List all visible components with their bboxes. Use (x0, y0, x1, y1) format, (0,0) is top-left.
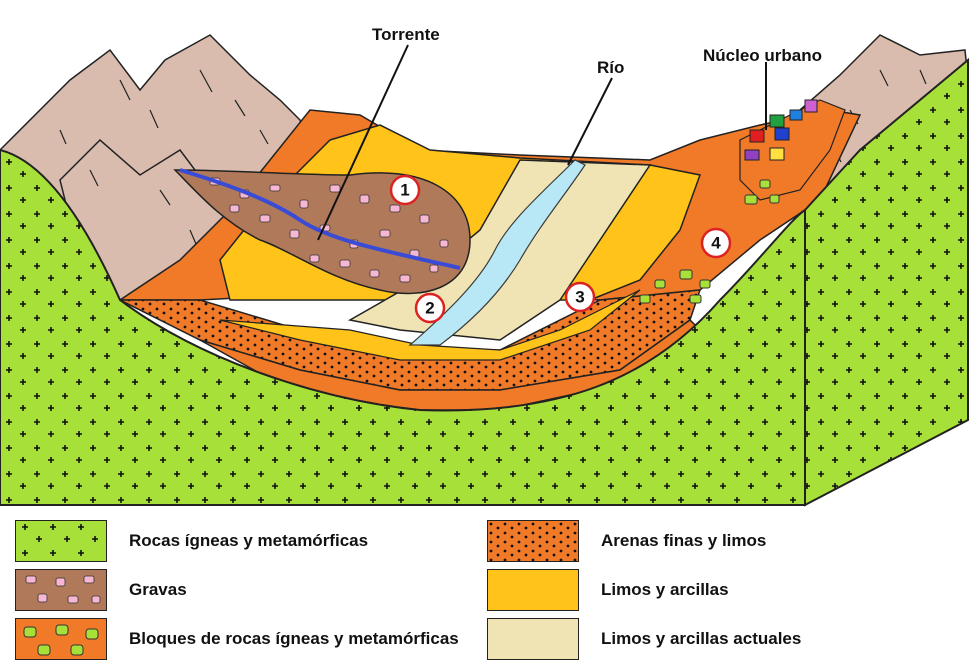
label-rio: Río (597, 58, 624, 77)
swatch-gravel (15, 569, 107, 611)
green-blocks (639, 179, 780, 304)
legend-label-gravel: Gravas (129, 580, 187, 599)
legend-igneous: Rocas ígneas y metamórficas (15, 520, 368, 562)
swatch-blocks (15, 618, 107, 660)
marker-3: 3 (564, 281, 596, 313)
swatch-silt (487, 569, 579, 611)
torrent-stream (179, 168, 461, 270)
legend-blocks: Bloques de rocas ígneas y metamórficas (15, 618, 459, 660)
rio-pointer (567, 77, 613, 166)
torrente-pointer (317, 44, 409, 241)
label-torrente: Torrente (372, 25, 440, 44)
legend-silt-now: Limos y arcillas actuales (487, 618, 801, 660)
river (408, 159, 586, 346)
legend-label-silt-now: Limos y arcillas actuales (601, 629, 802, 648)
legend-label-sand: Arenas finas y limos (601, 531, 767, 550)
legend-label-igneous: Rocas ígneas y metamórficas (129, 531, 369, 550)
marker-4: 4 (700, 227, 732, 259)
igneous-basement (0, 57, 969, 507)
legend-label-blocks: Bloques de rocas ígneas y metamórficas (129, 629, 459, 648)
legend-label-silt: Limos y arcillas (601, 580, 729, 599)
swatch-silt-now (487, 618, 579, 660)
legend-silt: Limos y arcillas (487, 569, 729, 611)
label-nucleo-urbano: Núcleo urbano (703, 46, 822, 65)
marker-2: 2 (414, 292, 446, 324)
marker-3-text: 3 (575, 288, 584, 307)
urban-nucleus (739, 99, 846, 201)
legend-gravel: Gravas (15, 569, 187, 611)
legend-sand: Arenas finas y limos (487, 520, 766, 562)
marker-1: 1 (389, 174, 421, 206)
marker-1-text: 1 (400, 181, 409, 200)
marker-2-text: 2 (425, 299, 434, 318)
swatch-igneous (15, 520, 107, 562)
swatch-sand (487, 520, 579, 562)
marker-4-text: 4 (711, 234, 721, 253)
